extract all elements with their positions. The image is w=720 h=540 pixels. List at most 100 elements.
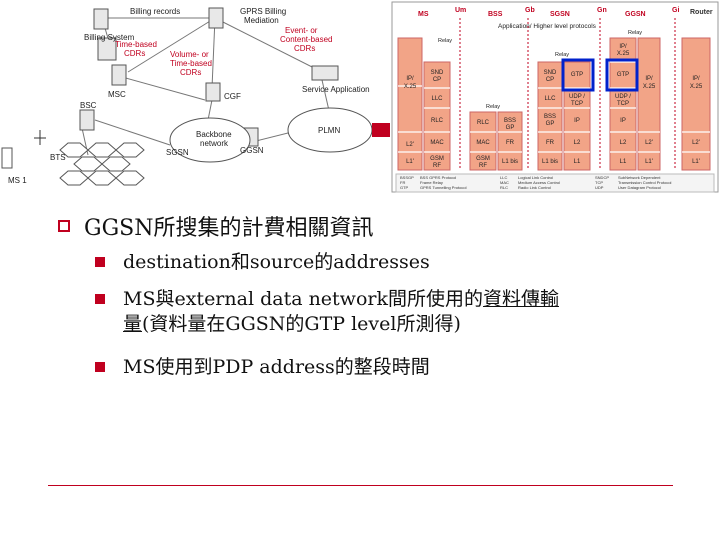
- svg-text:Backbone: Backbone: [196, 130, 232, 139]
- svg-text:Router: Router: [690, 9, 713, 16]
- svg-text:LLC: LLC: [544, 96, 556, 102]
- gtp-highlight-sgsn: [561, 58, 595, 92]
- hollow-square-bullet-icon: [58, 220, 70, 232]
- label-plmn: PLMN: [318, 126, 340, 135]
- svg-text:SGSN: SGSN: [550, 11, 570, 18]
- label-cgf: CGF: [224, 92, 241, 101]
- svg-text:L2: L2: [620, 140, 627, 146]
- svg-text:RF: RF: [479, 163, 487, 169]
- svg-text:X.25: X.25: [404, 84, 417, 90]
- svg-text:BSS: BSS: [544, 114, 556, 120]
- svg-text:MAC: MAC: [430, 140, 444, 146]
- svg-text:IP: IP: [620, 118, 626, 124]
- svg-text:Transmission Control Protocol: Transmission Control Protocol: [618, 180, 672, 185]
- svg-text:RF: RF: [433, 163, 441, 169]
- svg-text:L1': L1': [406, 159, 414, 165]
- bullet-text: MS與external data network間所使用的資料傳輸 量(資料量在…: [123, 288, 559, 335]
- label-billing-records: Billing records: [130, 7, 180, 16]
- svg-text:L2': L2': [692, 140, 700, 146]
- svg-text:GTP: GTP: [617, 72, 629, 78]
- bullet-item: destination和source的addresses: [95, 250, 430, 275]
- svg-text:Relay: Relay: [555, 52, 569, 58]
- svg-text:Radio Link Control: Radio Link Control: [518, 185, 551, 190]
- svg-text:RLC: RLC: [431, 118, 444, 124]
- svg-text:LLC: LLC: [431, 96, 443, 102]
- svg-text:Gi: Gi: [672, 7, 679, 14]
- svg-text:TCP: TCP: [571, 101, 583, 107]
- svg-text:UDP /: UDP /: [569, 94, 585, 100]
- bullet-item: MS使用到PDP address的整段時間: [95, 355, 430, 380]
- main-bullet: GGSN所搜集的計費相關資訊: [58, 210, 373, 242]
- svg-text:RLC: RLC: [500, 185, 508, 190]
- svg-text:Gb: Gb: [525, 7, 535, 14]
- svg-text:Relay: Relay: [628, 30, 642, 36]
- square-bullet-icon: [95, 294, 105, 304]
- gprs-billing-network-diagram: Billing records GPRS Billing Mediation B…: [0, 0, 385, 195]
- svg-text:CP: CP: [433, 77, 441, 83]
- divider: [48, 485, 673, 486]
- svg-text:L1': L1': [692, 159, 700, 165]
- svg-text:BSS: BSS: [504, 118, 516, 124]
- svg-text:IP: IP: [574, 118, 580, 124]
- svg-text:Content-based: Content-based: [280, 35, 332, 44]
- label-billing-system: Billing System: [84, 33, 135, 42]
- svg-text:Um: Um: [455, 7, 466, 14]
- svg-text:CDRs: CDRs: [180, 68, 201, 77]
- svg-text:Volume- or: Volume- or: [170, 50, 209, 59]
- red-arrow-icon: [372, 123, 390, 137]
- square-bullet-icon: [95, 362, 105, 372]
- label-sgsn: SGSN: [166, 148, 189, 157]
- svg-text:TCP: TCP: [617, 101, 629, 107]
- svg-text:GPRS Tunnelling Protocol: GPRS Tunnelling Protocol: [420, 185, 467, 190]
- svg-text:X.25: X.25: [643, 84, 656, 90]
- svg-text:Relay: Relay: [438, 38, 452, 44]
- svg-text:GSM: GSM: [430, 156, 444, 162]
- app-label: Application/ Higher level protocols: [498, 23, 597, 30]
- svg-text:CDRs: CDRs: [294, 44, 315, 53]
- svg-text:RLC: RLC: [477, 120, 490, 126]
- label-ms1: MS 1: [8, 176, 27, 185]
- svg-text:BSS: BSS: [488, 11, 503, 18]
- svg-text:X.25: X.25: [617, 51, 630, 57]
- svg-text:Frame Relay: Frame Relay: [420, 180, 443, 185]
- svg-text:UDP: UDP: [595, 185, 604, 190]
- svg-text:GP: GP: [546, 121, 555, 127]
- svg-text:Relay: Relay: [486, 104, 500, 110]
- svg-text:L1': L1': [645, 159, 653, 165]
- svg-text:FR: FR: [506, 140, 515, 146]
- svg-text:GTP: GTP: [571, 72, 583, 78]
- svg-text:CP: CP: [546, 77, 554, 83]
- bullet-text: destination和source的addresses: [123, 251, 430, 273]
- heading: GGSN所搜集的計費相關資訊: [84, 216, 374, 241]
- svg-text:L2': L2': [406, 142, 414, 148]
- svg-text:BSSGP: BSSGP: [400, 175, 414, 180]
- svg-text:IP/: IP/: [619, 44, 627, 50]
- svg-text:Medium Access Control: Medium Access Control: [518, 180, 560, 185]
- svg-text:UDP /: UDP /: [615, 94, 631, 100]
- label-bts: BTS: [50, 153, 66, 162]
- svg-text:SNDCP: SNDCP: [595, 175, 609, 180]
- bullet-text: MS使用到PDP address的整段時間: [123, 356, 430, 378]
- svg-text:TCP: TCP: [595, 180, 603, 185]
- svg-text:MS: MS: [418, 11, 429, 18]
- svg-text:L1: L1: [574, 159, 581, 165]
- svg-text:SubNetwork Dependent: SubNetwork Dependent: [618, 175, 661, 180]
- svg-text:GGSN: GGSN: [625, 11, 646, 18]
- svg-text:Event- or: Event- or: [285, 26, 318, 35]
- svg-text:GSM: GSM: [476, 156, 490, 162]
- svg-text:L1 bis: L1 bis: [502, 159, 518, 165]
- svg-text:Time-based: Time-based: [115, 40, 157, 49]
- svg-text:BSS GPRS Protocol: BSS GPRS Protocol: [420, 175, 456, 180]
- svg-text:SND: SND: [431, 70, 444, 76]
- label-ggsn: GGSN: [240, 146, 264, 155]
- svg-text:MAC: MAC: [476, 140, 490, 146]
- svg-text:Logical Link Control: Logical Link Control: [518, 175, 553, 180]
- svg-text:L2': L2': [645, 140, 653, 146]
- svg-text:CDRs: CDRs: [124, 49, 145, 58]
- bullet-item: MS與external data network間所使用的資料傳輸 量(資料量在…: [95, 287, 675, 337]
- svg-text:IP/: IP/: [645, 76, 653, 82]
- svg-text:FR: FR: [400, 180, 405, 185]
- svg-text:GPRS Billing: GPRS Billing: [240, 7, 286, 16]
- svg-text:L2: L2: [574, 140, 581, 146]
- gprs-protocol-stack-diagram: MS Um BSS Gb SGSN Gn GGSN Gi Router Appl…: [391, 1, 719, 193]
